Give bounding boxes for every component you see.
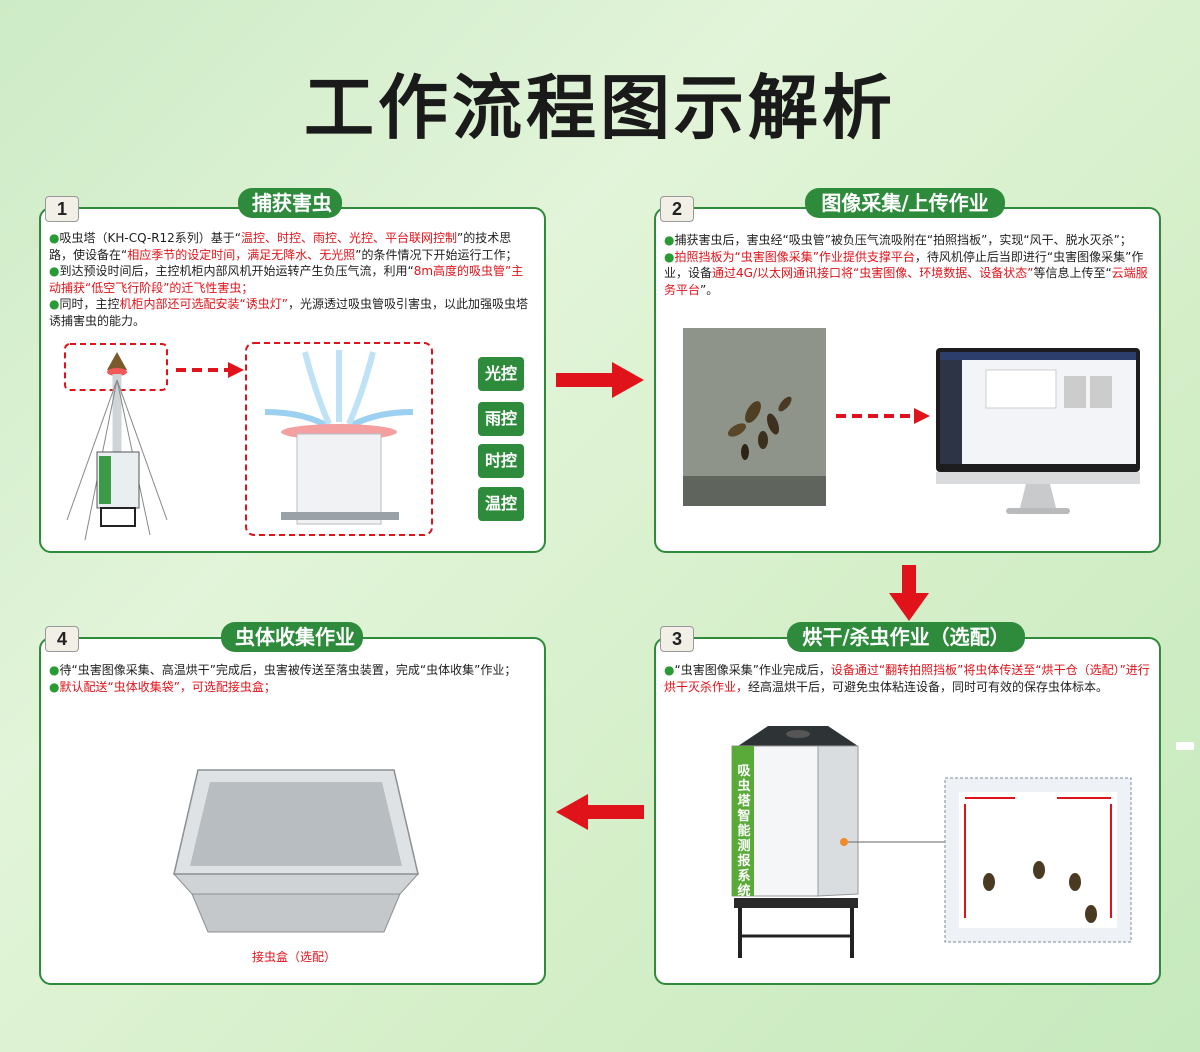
step-3-number: 3 <box>660 626 694 652</box>
text-segment: 相应季节的设定时间，满足无降水、无光照 <box>127 248 355 262</box>
text-segment: 拍照挡板为“虫害图像采集”作业提供支撑平台 <box>674 250 914 264</box>
step-3-text: ●“虫害图像采集”作业完成后，设备通过“翻转拍照挡板”将虫体传送至“烘干仓（选配… <box>664 662 1154 695</box>
step-1-title: 捕获害虫 <box>238 188 342 218</box>
step-1-text: ●吸虫塔（KH-CQ-R12系列）基于“温控、时控、雨控、光控、平台联网控制”的… <box>49 230 534 329</box>
bullet-dot-icon: ● <box>49 231 59 245</box>
bullet-dot-icon: ● <box>49 663 59 677</box>
paragraph: ●吸虫塔（KH-CQ-R12系列）基于“温控、时控、雨控、光控、平台联网控制 ”的… <box>49 230 534 263</box>
text-segment: 经高温烘干后，可避免虫体粘连设备，同时可有效的保存虫体标本。 <box>748 680 1108 694</box>
step-2-title: 图像采集/上传作业 <box>805 188 1005 218</box>
text-segment: 机柜内部还可选配安装“诱虫灯” <box>120 297 288 311</box>
paragraph: ●同时，主控机柜内部还可选配安装“诱虫灯”，光源透过吸虫管吸引害虫，以此加强吸虫… <box>49 296 534 329</box>
text-segment: 到达预设时间后，主控机柜内部风机开始运转产生负压气流，利用“ <box>59 264 413 278</box>
text-segment: 吸虫塔（KH-CQ-R12系列）基于“ <box>59 231 241 245</box>
collection-box-illustration <box>170 770 422 936</box>
page-title: 工作流程图示解析 <box>0 52 1200 153</box>
step-4-number: 4 <box>45 626 79 652</box>
text-segment: “虫害图像采集”作业完成后， <box>674 663 830 677</box>
paragraph: ●捕获害虫后，害虫经“吸虫管”被负压气流吸附在“拍照挡板”，实现“风干、脱水灭杀… <box>664 232 1154 249</box>
fan-intake-illustration <box>245 342 433 536</box>
bullet-dot-icon: ● <box>49 264 59 278</box>
tag-rain-control: 雨控 <box>478 402 524 436</box>
drying-chamber-diagram <box>945 778 1131 942</box>
bullet-dot-icon: ● <box>664 250 674 264</box>
tag-temp-control: 温控 <box>478 487 524 521</box>
monitor-illustration <box>936 348 1140 518</box>
paragraph: ●待“虫害图像采集、高温烘干”完成后，虫害被传送至落虫装置，完成“虫体收集”作业… <box>49 662 534 679</box>
bullet-dot-icon: ● <box>664 663 674 677</box>
cabinet-vertical-label: 吸虫塔智能测报系统 <box>736 764 752 899</box>
insect-photo <box>683 328 826 506</box>
text-segment: ”的条件情况下开始运行工作； <box>355 248 517 262</box>
tag-light-control: 光控 <box>478 357 524 391</box>
step-2-text: ●捕获害虫后，害虫经“吸虫管”被负压气流吸附在“拍照挡板”，实现“风干、脱水灭杀… <box>664 232 1154 298</box>
bullet-dot-icon: ● <box>49 297 59 311</box>
collection-box-caption: 接虫盒（选配） <box>252 948 336 965</box>
arrow-down <box>889 565 929 621</box>
bullet-dot-icon: ● <box>664 233 674 247</box>
arrow-right-1 <box>556 362 644 398</box>
text-segment: ”。 <box>700 283 718 297</box>
paragraph: ●到达预设时间后，主控机柜内部风机开始运转产生负压气流，利用“8m高度的吸虫管”… <box>49 263 534 296</box>
callout-line <box>848 838 948 846</box>
step-1-number: 1 <box>45 196 79 222</box>
bullet-dot-icon: ● <box>49 680 59 694</box>
text-segment: 通过4G/以太网通讯接口将“虫害图像、环境数据、设备状态” <box>712 266 1033 280</box>
dashed-arrow-2 <box>836 408 932 424</box>
text-segment: 等信息上传至“ <box>1033 266 1111 280</box>
step-4-text: ●待“虫害图像采集、高温烘干”完成后，虫害被传送至落虫装置，完成“虫体收集”作业… <box>49 662 534 695</box>
tag-time-control: 时控 <box>478 444 524 478</box>
arrow-left <box>556 794 644 830</box>
step-4-title: 虫体收集作业 <box>221 622 363 652</box>
tower-illustration <box>55 340 185 550</box>
text-segment: 待“虫害图像采集、高温烘干”完成后，虫害被传送至落虫装置，完成“虫体收集”作业； <box>59 663 516 677</box>
paragraph: ●默认配送“虫体收集袋”，可选配接虫盒； <box>49 679 534 696</box>
step-3-title: 烘干/杀虫作业（选配） <box>787 622 1025 652</box>
text-segment: 同时，主控 <box>59 297 119 311</box>
text-segment: 默认配送“虫体收集袋”，可选配接虫盒； <box>59 680 275 694</box>
side-edge-mark <box>1176 742 1194 750</box>
paragraph: ●“虫害图像采集”作业完成后，设备通过“翻转拍照挡板”将虫体传送至“烘干仓（选配… <box>664 662 1154 695</box>
step-2-number: 2 <box>660 196 694 222</box>
text-segment: 捕获害虫后，害虫经“吸虫管”被负压气流吸附在“拍照挡板”，实现“风干、脱水灭杀”… <box>674 233 1131 247</box>
paragraph: ●拍照挡板为“虫害图像采集”作业提供支撑平台，待风机停止后当即进行“虫害图像采集… <box>664 249 1154 299</box>
dashed-arrow-1 <box>176 362 246 378</box>
text-segment: 温控、时控、雨控、光控、平台联网控制 <box>241 231 457 245</box>
